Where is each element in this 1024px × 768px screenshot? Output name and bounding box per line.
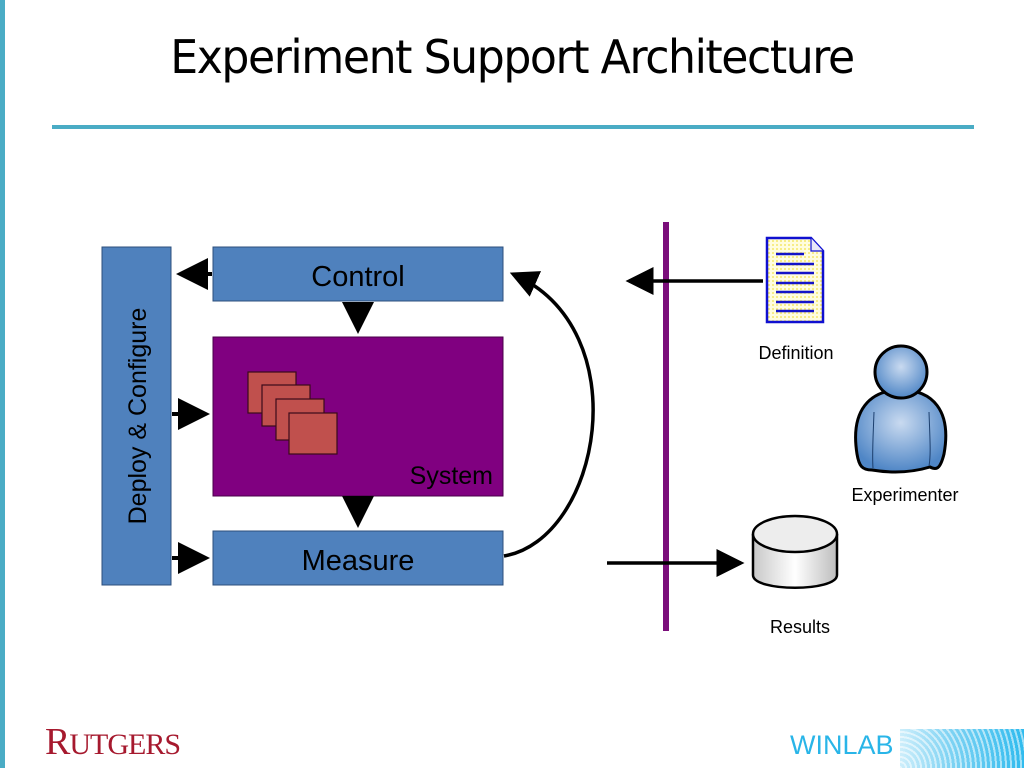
winlab-wave-graphic — [900, 729, 1024, 768]
rutgers-logo: RUTGERS — [45, 720, 181, 764]
slide-title: Experiment Support Architecture — [170, 30, 855, 84]
title-divider — [52, 125, 974, 129]
deploy-configure-label: Deploy & Configure — [124, 308, 152, 525]
person-icon — [854, 344, 948, 474]
document-icon — [765, 236, 825, 324]
internal-arrows — [172, 258, 595, 574]
rutgers-logo-rest: UTGERS — [69, 728, 181, 761]
feedback-arc-measure-to-control — [503, 271, 595, 558]
system-node — [288, 412, 338, 455]
rutgers-logo-initial: R — [45, 721, 70, 763]
winlab-logo: WINLAB — [790, 730, 894, 760]
control-block: Control — [212, 246, 504, 302]
system-label: System — [410, 462, 493, 490]
measure-label: Measure — [302, 545, 415, 577]
database-icon — [751, 514, 839, 589]
system-nodes-stack — [247, 371, 338, 455]
results-label: Results — [770, 617, 830, 637]
definition-label: Definition — [758, 343, 833, 363]
deploy-configure-block: Deploy & Configure — [101, 246, 172, 586]
experimenter-label: Experimenter — [851, 485, 958, 505]
measure-block: Measure — [212, 530, 504, 586]
slide-accent-bar — [0, 0, 5, 768]
control-label: Control — [311, 261, 405, 293]
system-block: System — [212, 336, 504, 497]
